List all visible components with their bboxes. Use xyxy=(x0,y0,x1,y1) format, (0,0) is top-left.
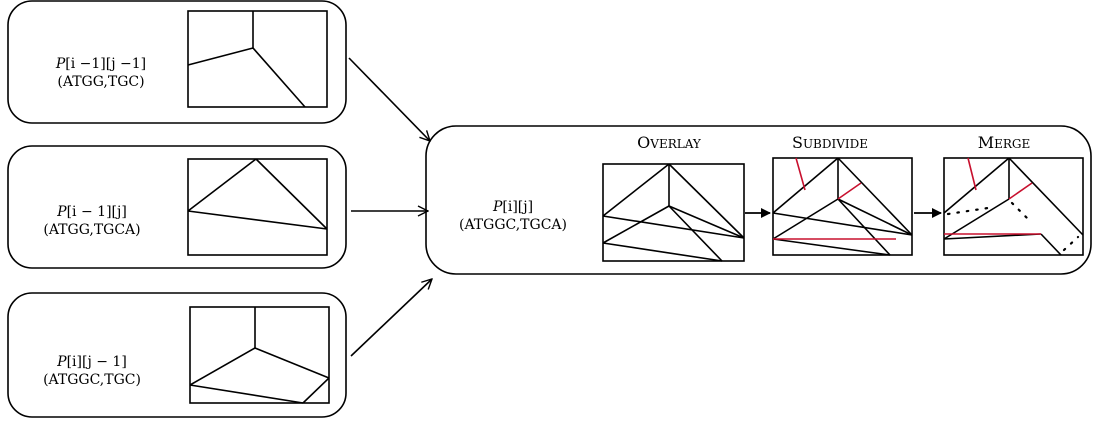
dependency-arrows xyxy=(348,57,432,357)
input-node-2: P[i − 1][j] (ATGG,TGCA) xyxy=(7,145,347,269)
input-node-3: P[i][j − 1] (ATGGC,TGC) xyxy=(7,292,347,418)
input-node-3-index: P[i][j − 1] xyxy=(56,354,127,370)
input-node-2-frame xyxy=(7,145,347,269)
input-node-1-strings: (ATGG,TGC) xyxy=(57,74,144,90)
input-node-2-index: P[i − 1][j] xyxy=(56,204,127,220)
input-node-2-strings: (ATGG,TGCA) xyxy=(43,222,140,238)
input-node-3-strings: (ATGGC,TGC) xyxy=(43,372,141,388)
stage-caption-merge: MERGE xyxy=(978,133,1031,152)
subdivide-new-edges xyxy=(773,157,896,240)
input-node-1-index: P[i −1][j −1] xyxy=(55,56,146,72)
target-node-index: P[i][j] xyxy=(492,199,533,215)
stage-caption-subdivide: SUBDIVIDE xyxy=(792,133,868,152)
merge-kept-edges xyxy=(944,157,1041,235)
input-node-1: P[i −1][j −1] (ATGG,TGC) xyxy=(7,0,347,124)
merge-removed-edges xyxy=(946,201,1080,252)
partition-1 xyxy=(187,10,328,108)
input-node-3-frame xyxy=(7,292,347,418)
stage-caption-overlay: OVERLAY xyxy=(637,133,702,152)
overlay-panel xyxy=(602,163,745,262)
partition-3 xyxy=(189,306,330,404)
arrow-from-node-3 xyxy=(350,279,432,357)
target-node: P[i][j] (ATGGC,TGCA) OVERLAY SUBDIVIDE M… xyxy=(425,125,1092,275)
merge-panel xyxy=(943,157,1084,256)
arrow-from-node-1 xyxy=(348,57,430,141)
input-node-1-frame xyxy=(7,0,347,124)
target-node-frame xyxy=(425,125,1092,275)
target-node-strings: (ATGGC,TGCA) xyxy=(459,217,567,233)
subdivide-panel xyxy=(772,157,913,256)
partition-2 xyxy=(187,158,328,256)
